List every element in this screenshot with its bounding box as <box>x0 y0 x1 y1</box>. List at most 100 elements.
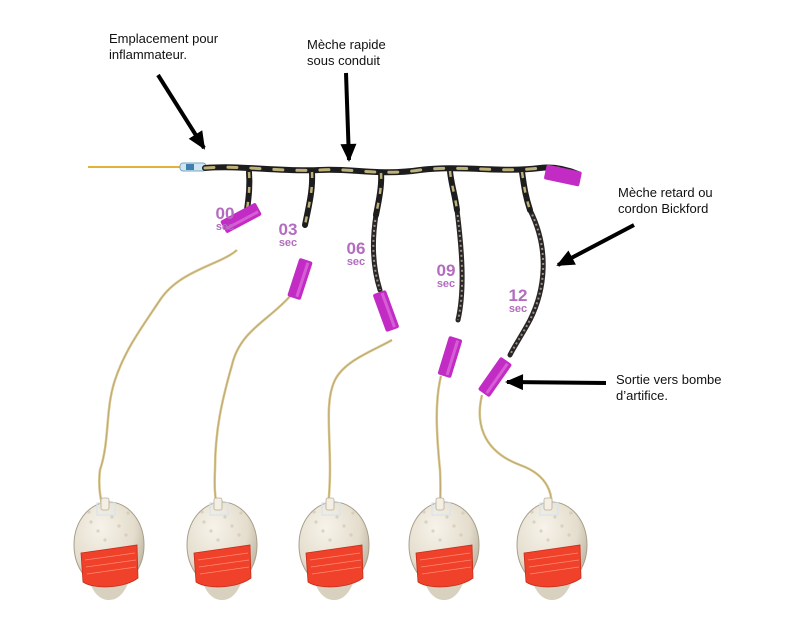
timing-value: 09 <box>436 261 456 280</box>
shell-label <box>80 544 139 588</box>
shell-fuse-tip <box>543 497 553 511</box>
shell-texture <box>126 511 130 515</box>
fuse-branch-wrap <box>374 172 383 216</box>
fuse-branch-wrap <box>520 171 532 211</box>
fuse-branch-wrap <box>448 170 459 211</box>
shell-texture <box>96 529 100 533</box>
shell-texture <box>422 510 426 514</box>
shell-texture <box>200 510 204 514</box>
output-clip <box>478 357 512 397</box>
output-label: Sortie vers bombe d’artifice. <box>616 372 722 404</box>
fuse-branch-wrap <box>303 171 314 226</box>
shell-texture <box>424 520 428 524</box>
shell-fuse-tip <box>435 497 445 511</box>
shell-texture <box>532 520 536 524</box>
firework-shell <box>408 497 480 600</box>
shell-label-lines <box>309 552 362 575</box>
shell-texture <box>461 511 465 515</box>
shell-texture <box>216 538 220 542</box>
shell-texture <box>209 529 213 533</box>
arrow-fast-fuse-head <box>340 143 357 162</box>
timing-label-12: 12 sec <box>498 287 538 315</box>
igniter-band <box>186 164 194 170</box>
output-label-line-1: Sortie vers bombe <box>616 372 722 387</box>
shell-texture <box>452 524 456 528</box>
output-clip <box>437 336 463 378</box>
delay-fuse-label: Mèche retard ou cordon Bickford <box>618 185 713 217</box>
shell-texture <box>110 515 114 519</box>
firework-shell <box>73 497 145 600</box>
shell-label <box>305 544 364 588</box>
firework-shell <box>516 497 588 600</box>
shell-texture <box>223 515 227 519</box>
shell-fuse-tip <box>100 497 110 511</box>
delay-fuse-twist <box>456 209 464 321</box>
timing-value: 00 <box>215 204 235 223</box>
lead-wire <box>213 294 292 516</box>
shell-texture <box>530 510 534 514</box>
fast-fuse-label-line-2: sous conduit <box>307 53 380 68</box>
delay-fuse-segment <box>507 207 546 358</box>
shell-texture <box>546 538 550 542</box>
fuse-branch <box>373 170 385 218</box>
arrow-delay-fuse-head <box>556 250 576 266</box>
lead-wire <box>478 394 553 516</box>
clip-highlight <box>380 292 396 328</box>
arrow-output-head <box>505 374 524 391</box>
shell-label <box>415 544 474 588</box>
timing-unit: sec <box>508 303 528 315</box>
shell-label-lines <box>197 552 250 575</box>
clip-highlight <box>485 362 509 395</box>
fast-fuse-wrap <box>203 165 580 176</box>
shell-texture <box>445 515 449 519</box>
shell-texture <box>569 511 573 515</box>
shell-texture <box>335 515 339 519</box>
trunk-end-cap <box>544 164 582 187</box>
fast-fuse-label-line-1: Mèche rapide <box>307 37 386 52</box>
shell-label-lines <box>419 552 472 575</box>
igniter-label-line-1: Emplacement pour <box>109 31 219 46</box>
shell-texture <box>560 524 564 528</box>
delay-fuse-segment <box>370 212 383 293</box>
shell-texture <box>438 538 442 542</box>
shell-fuse-tip <box>325 497 335 511</box>
timing-label-00: 00 sec <box>205 205 245 233</box>
shell-texture <box>342 524 346 528</box>
shell-texture <box>567 533 571 537</box>
shell-texture <box>124 533 128 537</box>
firework-shell <box>298 497 370 600</box>
shell-texture <box>539 529 543 533</box>
shell-texture <box>349 533 353 537</box>
arrow-igniter-head <box>188 130 206 150</box>
delay-fuse-twist <box>509 209 545 356</box>
shell-texture <box>321 529 325 533</box>
shell-texture <box>89 520 93 524</box>
lead-wire-shade <box>479 394 552 516</box>
shell-label <box>193 544 252 588</box>
shell-texture <box>202 520 206 524</box>
shell-texture <box>431 529 435 533</box>
timing-unit: sec <box>215 221 235 233</box>
shell-texture <box>328 538 332 542</box>
igniter-location-label: Emplacement pour inflammateur. <box>109 31 218 63</box>
shell-label-lines <box>84 552 137 575</box>
timing-label-09: 09 sec <box>426 262 466 290</box>
shell-texture <box>239 511 243 515</box>
shell-texture <box>230 524 234 528</box>
timing-unit: sec <box>436 278 456 290</box>
timing-unit: sec <box>278 237 298 249</box>
shell-texture <box>237 533 241 537</box>
output-label-line-2: d’artifice. <box>616 388 669 403</box>
timing-value: 03 <box>278 220 298 239</box>
shell-texture <box>553 515 557 519</box>
lead-wire-shade <box>214 294 292 516</box>
shell-texture <box>312 510 316 514</box>
shell-label <box>523 544 582 588</box>
arrow-output <box>506 380 607 385</box>
shell-texture <box>459 533 463 537</box>
shell-texture <box>103 538 107 542</box>
timing-label-06: 06 sec <box>336 240 376 268</box>
clip-highlight <box>295 262 310 298</box>
shell-texture <box>87 510 91 514</box>
